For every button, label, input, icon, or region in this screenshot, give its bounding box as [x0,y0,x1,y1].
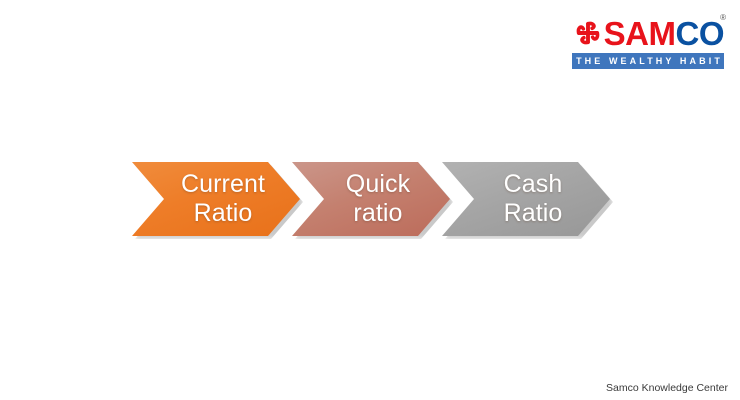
samco-swastika-icon [576,21,599,45]
chevron-label-quick-ratio: Quick ratio [345,169,411,227]
liquidity-ratio-flow-diagram: Cash Ratio Quick ratio Current Ratio [132,162,610,240]
registered-trademark-icon: ® [720,13,726,22]
footer-credit: Samco Knowledge Center [606,382,728,394]
chevron-label-cash-ratio: Cash Ratio [503,169,563,227]
chevron-step-quick-ratio[interactable]: Quick ratio [292,162,450,236]
logo-tagline: THE WEALTHY HABIT [572,53,724,69]
logo-text-sam: SAM [603,14,676,52]
chevron-label-current-ratio: Current Ratio [180,169,266,227]
logo-text-co: CO [675,14,725,52]
chevron-step-cash-ratio[interactable]: Cash Ratio [442,162,610,236]
chevron-step-current-ratio[interactable]: Current Ratio [132,162,300,236]
